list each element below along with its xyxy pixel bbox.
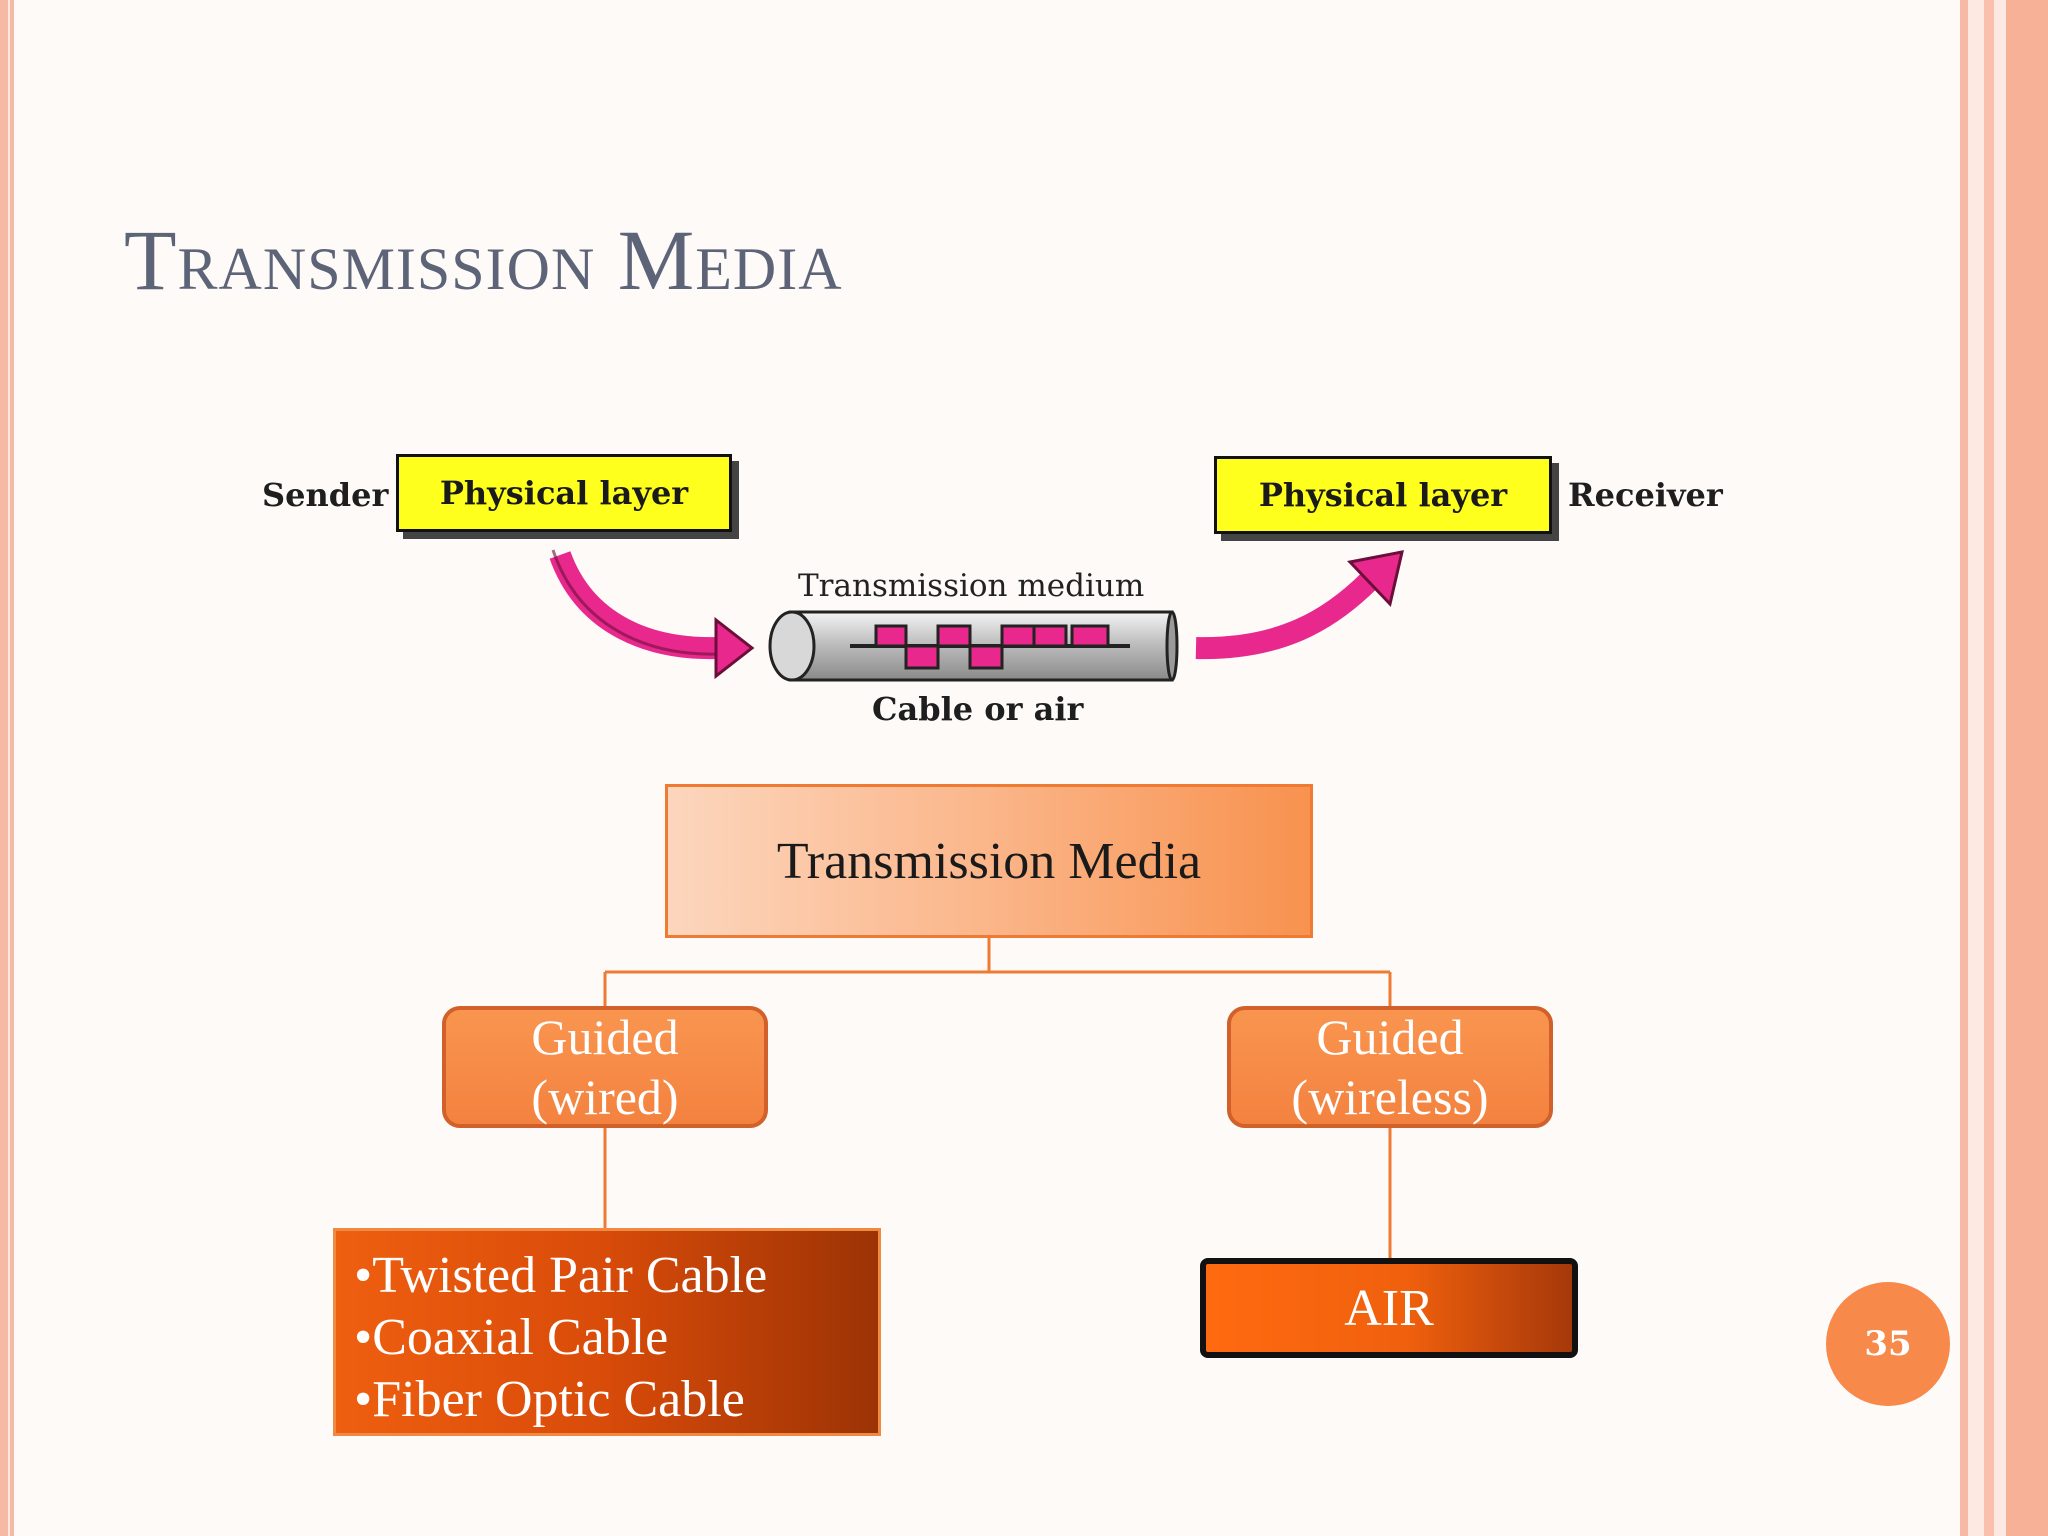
guided-wired-node: Guided (wired) [442,1006,768,1128]
sender-physical-layer-box: Physical layer [396,454,732,532]
right-border-decoration [1958,0,2048,1536]
sender-label: Sender [262,476,389,514]
receiver-label: Receiver [1568,476,1723,514]
list-item-twisted-pair: •Twisted Pair Cable [354,1247,768,1304]
slide-title: Transmission Media [124,212,843,308]
root-node-label: Transmission Media [776,832,1202,890]
guided-wireless-line1: Guided [1316,1009,1464,1065]
receiver-physical-layer-box: Physical layer [1214,456,1552,534]
list-item-fiber-optic: •Fiber Optic Cable [354,1371,745,1428]
root-node-transmission-media: Transmission Media [665,784,1313,938]
list-item-coaxial: •Coaxial Cable [354,1309,669,1366]
guided-wired-line1: Guided [531,1009,679,1065]
left-border-decoration [0,0,14,1536]
guided-wireless-line2: (wireless) [1291,1069,1489,1125]
air-node: AIR [1200,1258,1578,1358]
curved-arrow-left-icon [549,549,755,680]
page-number: 35 [1864,1324,1912,1364]
wired-media-list: •Twisted Pair Cable •Coaxial Cable •Fibe… [333,1228,881,1436]
cable-or-air-label: Cable or air [872,690,1084,728]
air-label: AIR [1344,1279,1434,1337]
hierarchy-connectors [603,938,1392,1258]
guided-wired-line2: (wired) [531,1069,679,1125]
page-number-badge: 35 [1826,1282,1950,1406]
digital-signal-icon [850,624,1130,670]
curved-arrow-right-icon [1195,550,1404,660]
guided-wireless-node: Guided (wireless) [1227,1006,1553,1128]
transmission-medium-label: Transmission medium [798,568,1145,604]
